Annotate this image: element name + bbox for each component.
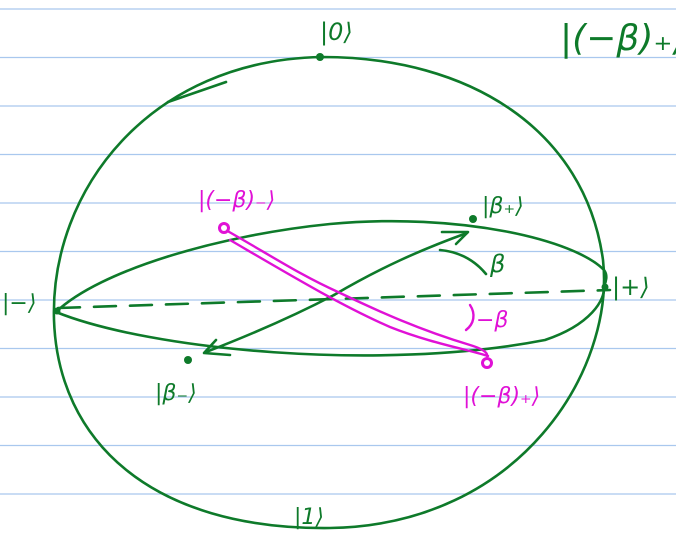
angle-arc-neg-beta (464, 303, 475, 332)
equator-back (54, 219, 608, 314)
label-beta-minus: |β₋⟩ (155, 381, 197, 406)
corner-note: |(−β)₊⟩ (560, 18, 676, 59)
equator-front (54, 283, 606, 357)
arrow-beta-minus-head (202, 338, 232, 357)
label-beta-plus: |β₊⟩ (482, 194, 524, 219)
ruled-lines (0, 8, 676, 495)
arrow-beta-plus (332, 231, 469, 297)
arrow-beta-plus-head (440, 230, 470, 246)
label-top-pole: |0⟩ (320, 18, 353, 46)
neg-beta-minus-ring (221, 225, 227, 231)
label-bottom-pole: |1⟩ (294, 505, 324, 530)
sphere-outline (52, 55, 606, 530)
minus-pole-dot (53, 307, 61, 315)
beta-plus-dot (469, 215, 477, 223)
label-plus: |+⟩ (612, 273, 650, 301)
plus-pole-dot (601, 283, 609, 291)
z-axis-dashed (56, 288, 612, 310)
neg-beta-plus-ring (484, 360, 490, 366)
label-neg-beta-minus: |(−β)₋⟩ (198, 188, 275, 213)
top-pole-dot (316, 53, 324, 61)
magenta-curve (222, 227, 489, 358)
sphere-outline-stroke (166, 80, 228, 104)
label-neg-beta-plus: |(−β)₊⟩ (463, 384, 540, 409)
beta-minus-dot (184, 356, 192, 364)
label-minus: |−⟩ (2, 291, 36, 316)
magenta-return-curve (228, 238, 490, 358)
angle-arc-beta (438, 248, 488, 276)
arrow-beta-minus (204, 293, 336, 354)
label-angle-beta: β (489, 250, 505, 278)
label-angle-neg-beta: −β (476, 308, 508, 333)
